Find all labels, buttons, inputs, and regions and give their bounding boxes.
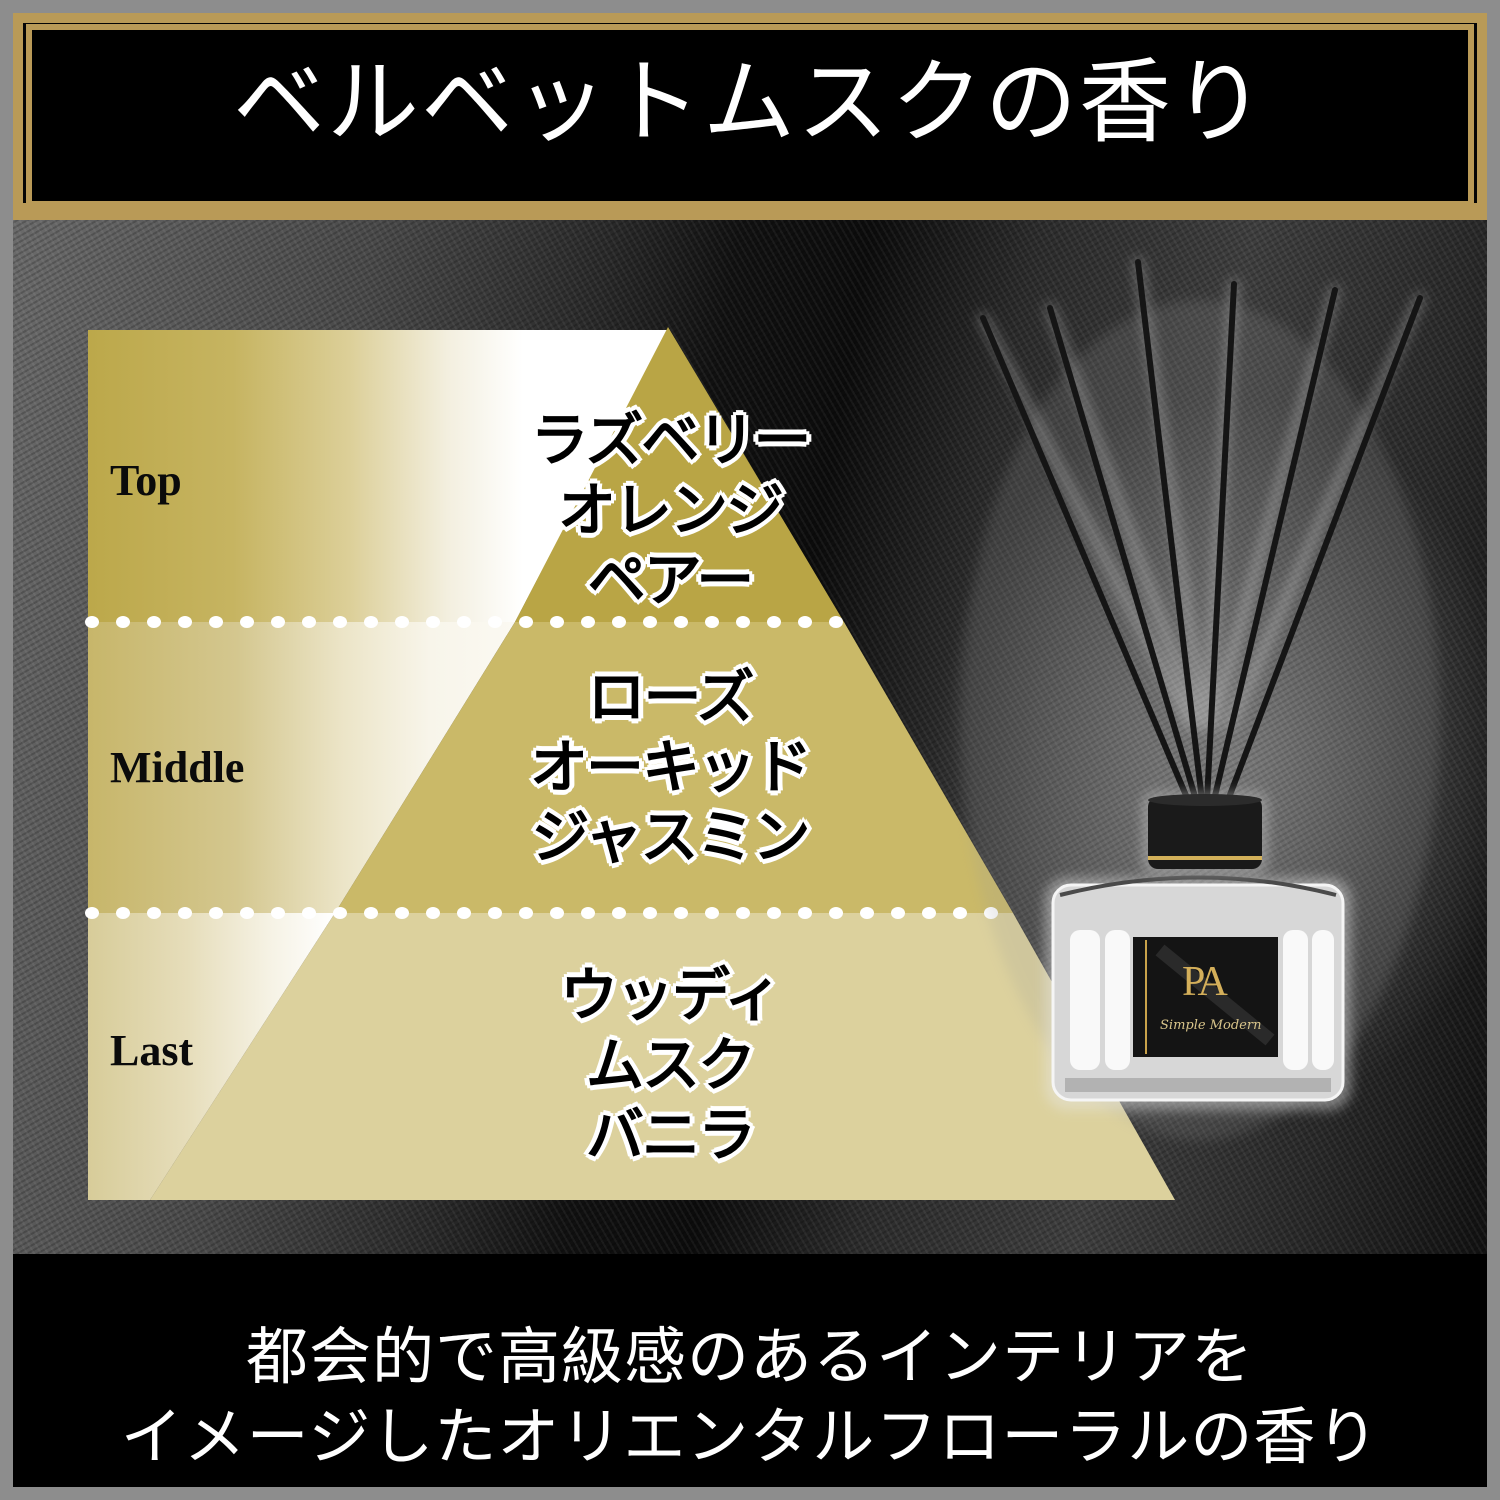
divider-dot (209, 616, 223, 628)
divider-dot (581, 616, 595, 628)
reed-sticks (978, 257, 1425, 803)
divider-dot (612, 907, 626, 919)
note-item: バニラ (585, 1101, 756, 1169)
divider-dot (364, 616, 378, 628)
divider-dot (178, 907, 192, 919)
tier-backgrounds (88, 330, 668, 1200)
bottle-label (1133, 937, 1278, 1057)
divider-dot (705, 616, 719, 628)
divider-dot (891, 907, 905, 919)
tier-notes-top: ラズベリー オレンジ ペアー (470, 405, 870, 615)
triangle-last (150, 913, 1175, 1200)
triangle-top (515, 327, 844, 622)
brand-mark: PA (1182, 959, 1228, 1005)
tier-last-band (88, 913, 335, 1200)
bottle-cap (1148, 797, 1262, 869)
tier-notes-middle: ローズ オーキッド ジャスミン (470, 662, 870, 872)
divider-dot (302, 907, 316, 919)
note-item: オーキッド (529, 733, 812, 801)
reed-stick (1135, 259, 1205, 803)
reed-stick (980, 315, 1191, 803)
divider-dot (612, 616, 626, 628)
divider-dot (333, 907, 347, 919)
divider-dot (829, 907, 843, 919)
tier-top-band (88, 330, 668, 622)
divider-dot (736, 907, 750, 919)
note-item: ペアー (587, 546, 755, 614)
divider-dot (736, 616, 750, 628)
divider-dot (85, 616, 99, 628)
divider-dot (674, 616, 688, 628)
dotted-divider-1 (85, 616, 843, 628)
cap-gold-band (1148, 856, 1262, 860)
divider-dot (364, 907, 378, 919)
divider-dot (767, 616, 781, 628)
reed-stick (1211, 287, 1338, 803)
note-item: オレンジ (557, 476, 784, 544)
divider-dot (860, 907, 874, 919)
divider-dot (550, 907, 564, 919)
note-item: ウッディ (560, 961, 782, 1029)
divider-dot (767, 907, 781, 919)
divider-dot (395, 907, 409, 919)
divider-dot (488, 616, 502, 628)
divider-dot (953, 907, 967, 919)
title-banner-inner-frame: ベルベットムスクの香り (26, 24, 1474, 207)
description-line-2: イメージしたオリエンタルフローラルの香り (120, 1400, 1380, 1473)
divider-dot (116, 907, 130, 919)
divider-dot (116, 616, 130, 628)
divider-dot (178, 616, 192, 628)
tier-middle-band (88, 622, 515, 913)
pyramid-triangle (150, 327, 1175, 1200)
tier-label-last: Last (110, 1026, 194, 1075)
divider-dot (643, 907, 657, 919)
dotted-divider-2 (85, 907, 998, 919)
divider-dot (240, 907, 254, 919)
note-item: ジャスミン (531, 803, 810, 871)
divider-dot (550, 616, 564, 628)
note-item: ラズベリー (530, 406, 812, 474)
divider-dot (705, 907, 719, 919)
divider-dot (519, 616, 533, 628)
note-item: ムスク (585, 1031, 756, 1099)
divider-dot (457, 616, 471, 628)
divider-dot (395, 616, 409, 628)
divider-dot (333, 616, 347, 628)
tier-label-middle: Middle (110, 743, 245, 792)
divider-dot (798, 907, 812, 919)
description-banner: 都会的で高級感のあるインテリアを イメージしたオリエンタルフローラルの香り (13, 1254, 1487, 1487)
page-title: ベルベットムスクの香り (232, 49, 1267, 156)
divider-dot (302, 616, 316, 628)
note-item: ローズ (587, 663, 754, 731)
divider-dot (829, 616, 843, 628)
divider-dot (457, 907, 471, 919)
reed-stick (1225, 295, 1423, 803)
triangle-middle (335, 622, 1013, 913)
title-banner: ベルベットムスクの香り (13, 13, 1487, 220)
reed-stick (1047, 305, 1199, 803)
divider-dot (271, 616, 285, 628)
divider-dot (147, 907, 161, 919)
divider-dot (643, 616, 657, 628)
divider-dot (581, 907, 595, 919)
reed-stick (1204, 281, 1237, 803)
description-line-1: 都会的で高級感のあるインテリアを (245, 1320, 1254, 1393)
divider-dot (85, 907, 99, 919)
divider-dot (271, 907, 285, 919)
reed-diffuser-product (960, 257, 1440, 1140)
label-script: Simple Modern (1160, 1018, 1262, 1033)
tier-notes-last: ウッディ ムスク バニラ (470, 960, 870, 1170)
divider-dot (426, 907, 440, 919)
tier-label-top: Top (110, 456, 182, 505)
divider-dot (147, 616, 161, 628)
divider-dot (240, 616, 254, 628)
divider-dot (488, 907, 502, 919)
divider-dot (922, 907, 936, 919)
divider-dot (798, 616, 812, 628)
divider-dot (209, 907, 223, 919)
divider-dot (426, 616, 440, 628)
divider-dot (519, 907, 533, 919)
divider-dot (674, 907, 688, 919)
